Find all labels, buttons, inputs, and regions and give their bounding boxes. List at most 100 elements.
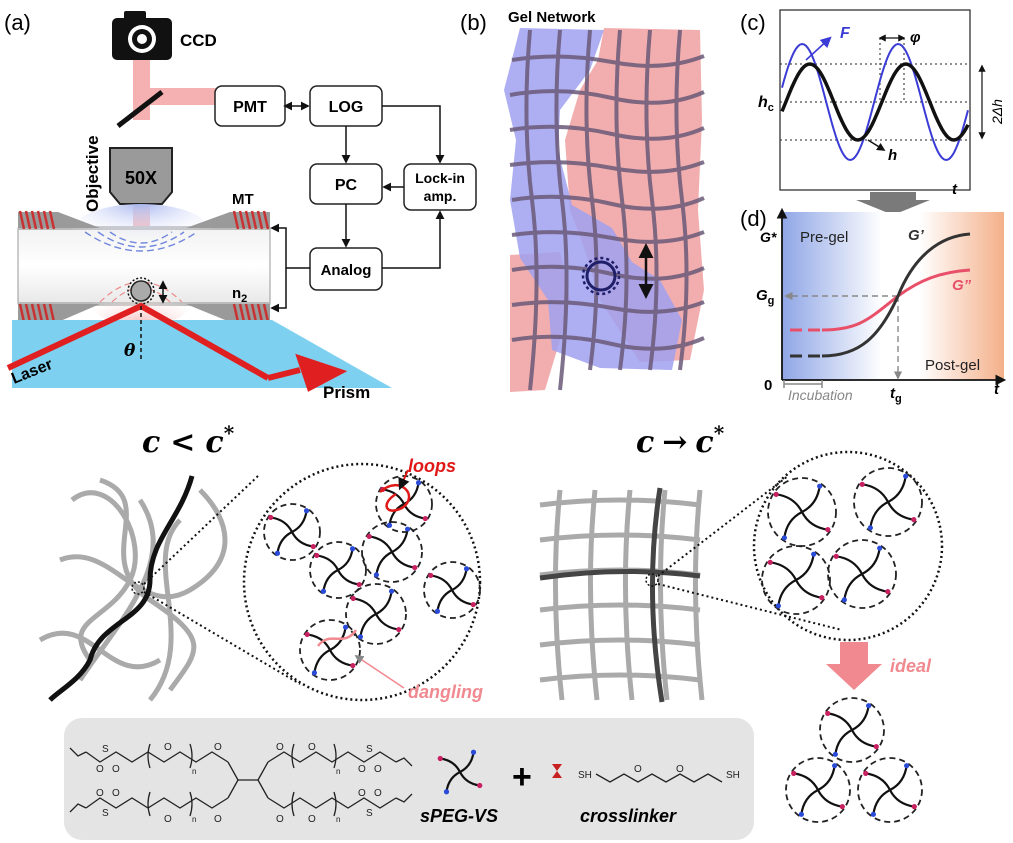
pc-label: PC (335, 177, 358, 194)
svg-text:O: O (308, 814, 316, 825)
prism (12, 320, 392, 388)
speg-vs-atoms: S O O O n O S O O O n O O O n S O O O O … (96, 742, 382, 825)
gel-network-title: Gel Network (508, 9, 596, 26)
pmt-box: PMT (214, 85, 286, 127)
pc-box: PC (309, 163, 383, 205)
crosslinker-icon (552, 764, 562, 778)
ccd-label: CCD (180, 31, 217, 50)
objective-magnification: 50X (125, 168, 157, 188)
svg-text:O: O (374, 764, 382, 775)
panel-c-label: (c) (740, 10, 766, 35)
phase-label: φ (910, 29, 921, 46)
svg-text:O: O (112, 788, 120, 799)
dilute-title: c<c* (142, 421, 235, 460)
svg-text:O: O (164, 814, 172, 825)
panel-d-label: (d) (740, 206, 767, 231)
prism-label: Prism (323, 383, 370, 402)
svg-text:O: O (96, 764, 104, 775)
crosslinker-label: crosslinker (580, 806, 677, 826)
overlap-star-2 (853, 467, 923, 537)
dilute-zoom-circle (242, 462, 482, 702)
dangling-label: dangling (408, 682, 483, 702)
h-label: h (888, 147, 897, 164)
dilute-star-7 (299, 619, 361, 681)
ideal-star-3 (857, 757, 923, 823)
lockin-label-2: amp. (424, 188, 457, 204)
svg-text:n: n (192, 815, 196, 824)
time-label-c: t (952, 181, 958, 198)
overlap-star-4 (827, 539, 897, 609)
svg-text:SH: SH (726, 770, 740, 781)
dilute-highlight-chain (48, 475, 195, 702)
gprime-curve (821, 232, 971, 358)
svg-text:O: O (214, 742, 222, 753)
gel-mesh (509, 29, 705, 391)
analog-label: Analog (321, 262, 372, 279)
svg-text:O: O (676, 764, 684, 775)
gg-label: Gg (756, 287, 774, 307)
svg-text:S: S (102, 744, 109, 755)
chemistry-background (64, 718, 754, 840)
n2-label: n2 (232, 285, 247, 305)
sample-chamber (17, 204, 271, 326)
panel-a: (a) CCD 50X Objective PMT LOG (4, 10, 477, 402)
signal-connections (270, 101, 445, 313)
panel-b: (b) Gel Network (460, 9, 705, 392)
height-wave (780, 62, 970, 142)
incubation-label: Incubation (788, 387, 853, 403)
amplitude-label: 2Δh (989, 99, 1005, 125)
magnetic-tweezer-left (18, 210, 100, 323)
gel-probe-bead (585, 260, 617, 292)
svg-text:n: n (336, 767, 340, 776)
panel-b-label: (b) (460, 10, 487, 35)
hc-label: hc (758, 94, 774, 114)
postgel-label: Post-gel (925, 357, 980, 374)
semidilute-regime: c→c* ideal (539, 421, 944, 823)
svg-text:O: O (214, 814, 222, 825)
magnetic-tweezer-right (186, 210, 270, 323)
svg-text:O: O (96, 788, 104, 799)
svg-text:O: O (358, 788, 366, 799)
overlap-mesh (539, 489, 705, 701)
speg-vs-label: sPEG-VS (420, 806, 498, 826)
svg-text:S: S (366, 744, 373, 755)
svg-text:O: O (276, 814, 284, 825)
panel-c: (c) F φ hc h 2Δh t (740, 9, 1005, 215)
plus-sign: + (512, 758, 532, 796)
pregel-label: Pre-gel (800, 229, 848, 246)
svg-text:O: O (112, 764, 120, 775)
svg-text:O: O (358, 764, 366, 775)
svg-text:SH: SH (578, 770, 592, 781)
chemistry-box: S O O O n O S O O O n O O O n S O O O O … (64, 718, 754, 840)
ideal-arrow (826, 642, 882, 690)
lockin-box: Lock-in amp. (403, 163, 477, 211)
dilute-star-1 (263, 503, 321, 561)
crosslinker-structure (595, 773, 723, 783)
speg-vs-icon (437, 749, 483, 795)
overlap-zoom-circle (752, 450, 944, 642)
gprime-label: G’ (908, 227, 925, 244)
probe-bead (130, 280, 152, 302)
dilute-star-6 (345, 583, 407, 645)
svg-text:O: O (276, 742, 284, 753)
svg-text:O: O (308, 742, 316, 753)
theta-label: θ (124, 341, 136, 361)
ideal-star-2 (785, 757, 851, 823)
svg-text:n: n (192, 767, 196, 776)
svg-text:O: O (374, 788, 382, 799)
time-label-d: t (994, 381, 1000, 398)
dilute-star-5 (423, 561, 481, 619)
ideal-star-polymers (785, 697, 923, 823)
objective-label: Objective (83, 135, 102, 212)
gdouble-label: G” (952, 277, 972, 294)
svg-text:n: n (336, 815, 340, 824)
overlap-star-1 (767, 477, 837, 547)
dilute-chains (38, 477, 228, 702)
force-wave (781, 42, 969, 162)
laser-arrowhead (295, 353, 348, 392)
tg-label: tg (890, 385, 902, 405)
force-label: F (840, 25, 851, 42)
crosslinker-atoms: SH O O SH (578, 764, 740, 781)
gstar-label: G* (760, 229, 777, 245)
